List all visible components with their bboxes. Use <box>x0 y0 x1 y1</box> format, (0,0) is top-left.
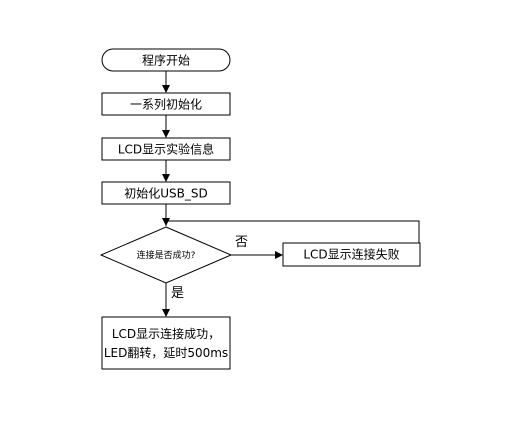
init-usb-label: 初始化USB_SD <box>124 187 208 201</box>
decision-node: 连接是否成功? <box>99 226 233 284</box>
decision-label: 连接是否成功? <box>137 249 196 261</box>
lcd-info-label: LCD显示实验信息 <box>118 142 214 157</box>
start-label: 程序开始 <box>142 53 190 68</box>
success-label-line1: LCD显示连接成功， <box>112 326 220 341</box>
lcd-fail-node: LCD显示连接失败 <box>282 242 421 267</box>
lcd-fail-label: LCD显示连接失败 <box>303 247 399 262</box>
init-usb-node: 初始化USB_SD <box>101 181 231 205</box>
no-label: 否 <box>235 235 248 250</box>
success-node: LCD显示连接成功， LED翻转，延时500ms <box>101 316 231 370</box>
init-series-node: 一系列初始化 <box>101 92 231 116</box>
init-series-label: 一系列初始化 <box>130 98 202 112</box>
lcd-info-node: LCD显示实验信息 <box>101 137 231 161</box>
edge-fail-loop-back <box>165 220 420 243</box>
start-node: 程序开始 <box>101 48 231 72</box>
yes-label: 是 <box>171 286 184 301</box>
success-label-line2: LED翻转，延时500ms <box>104 345 228 360</box>
